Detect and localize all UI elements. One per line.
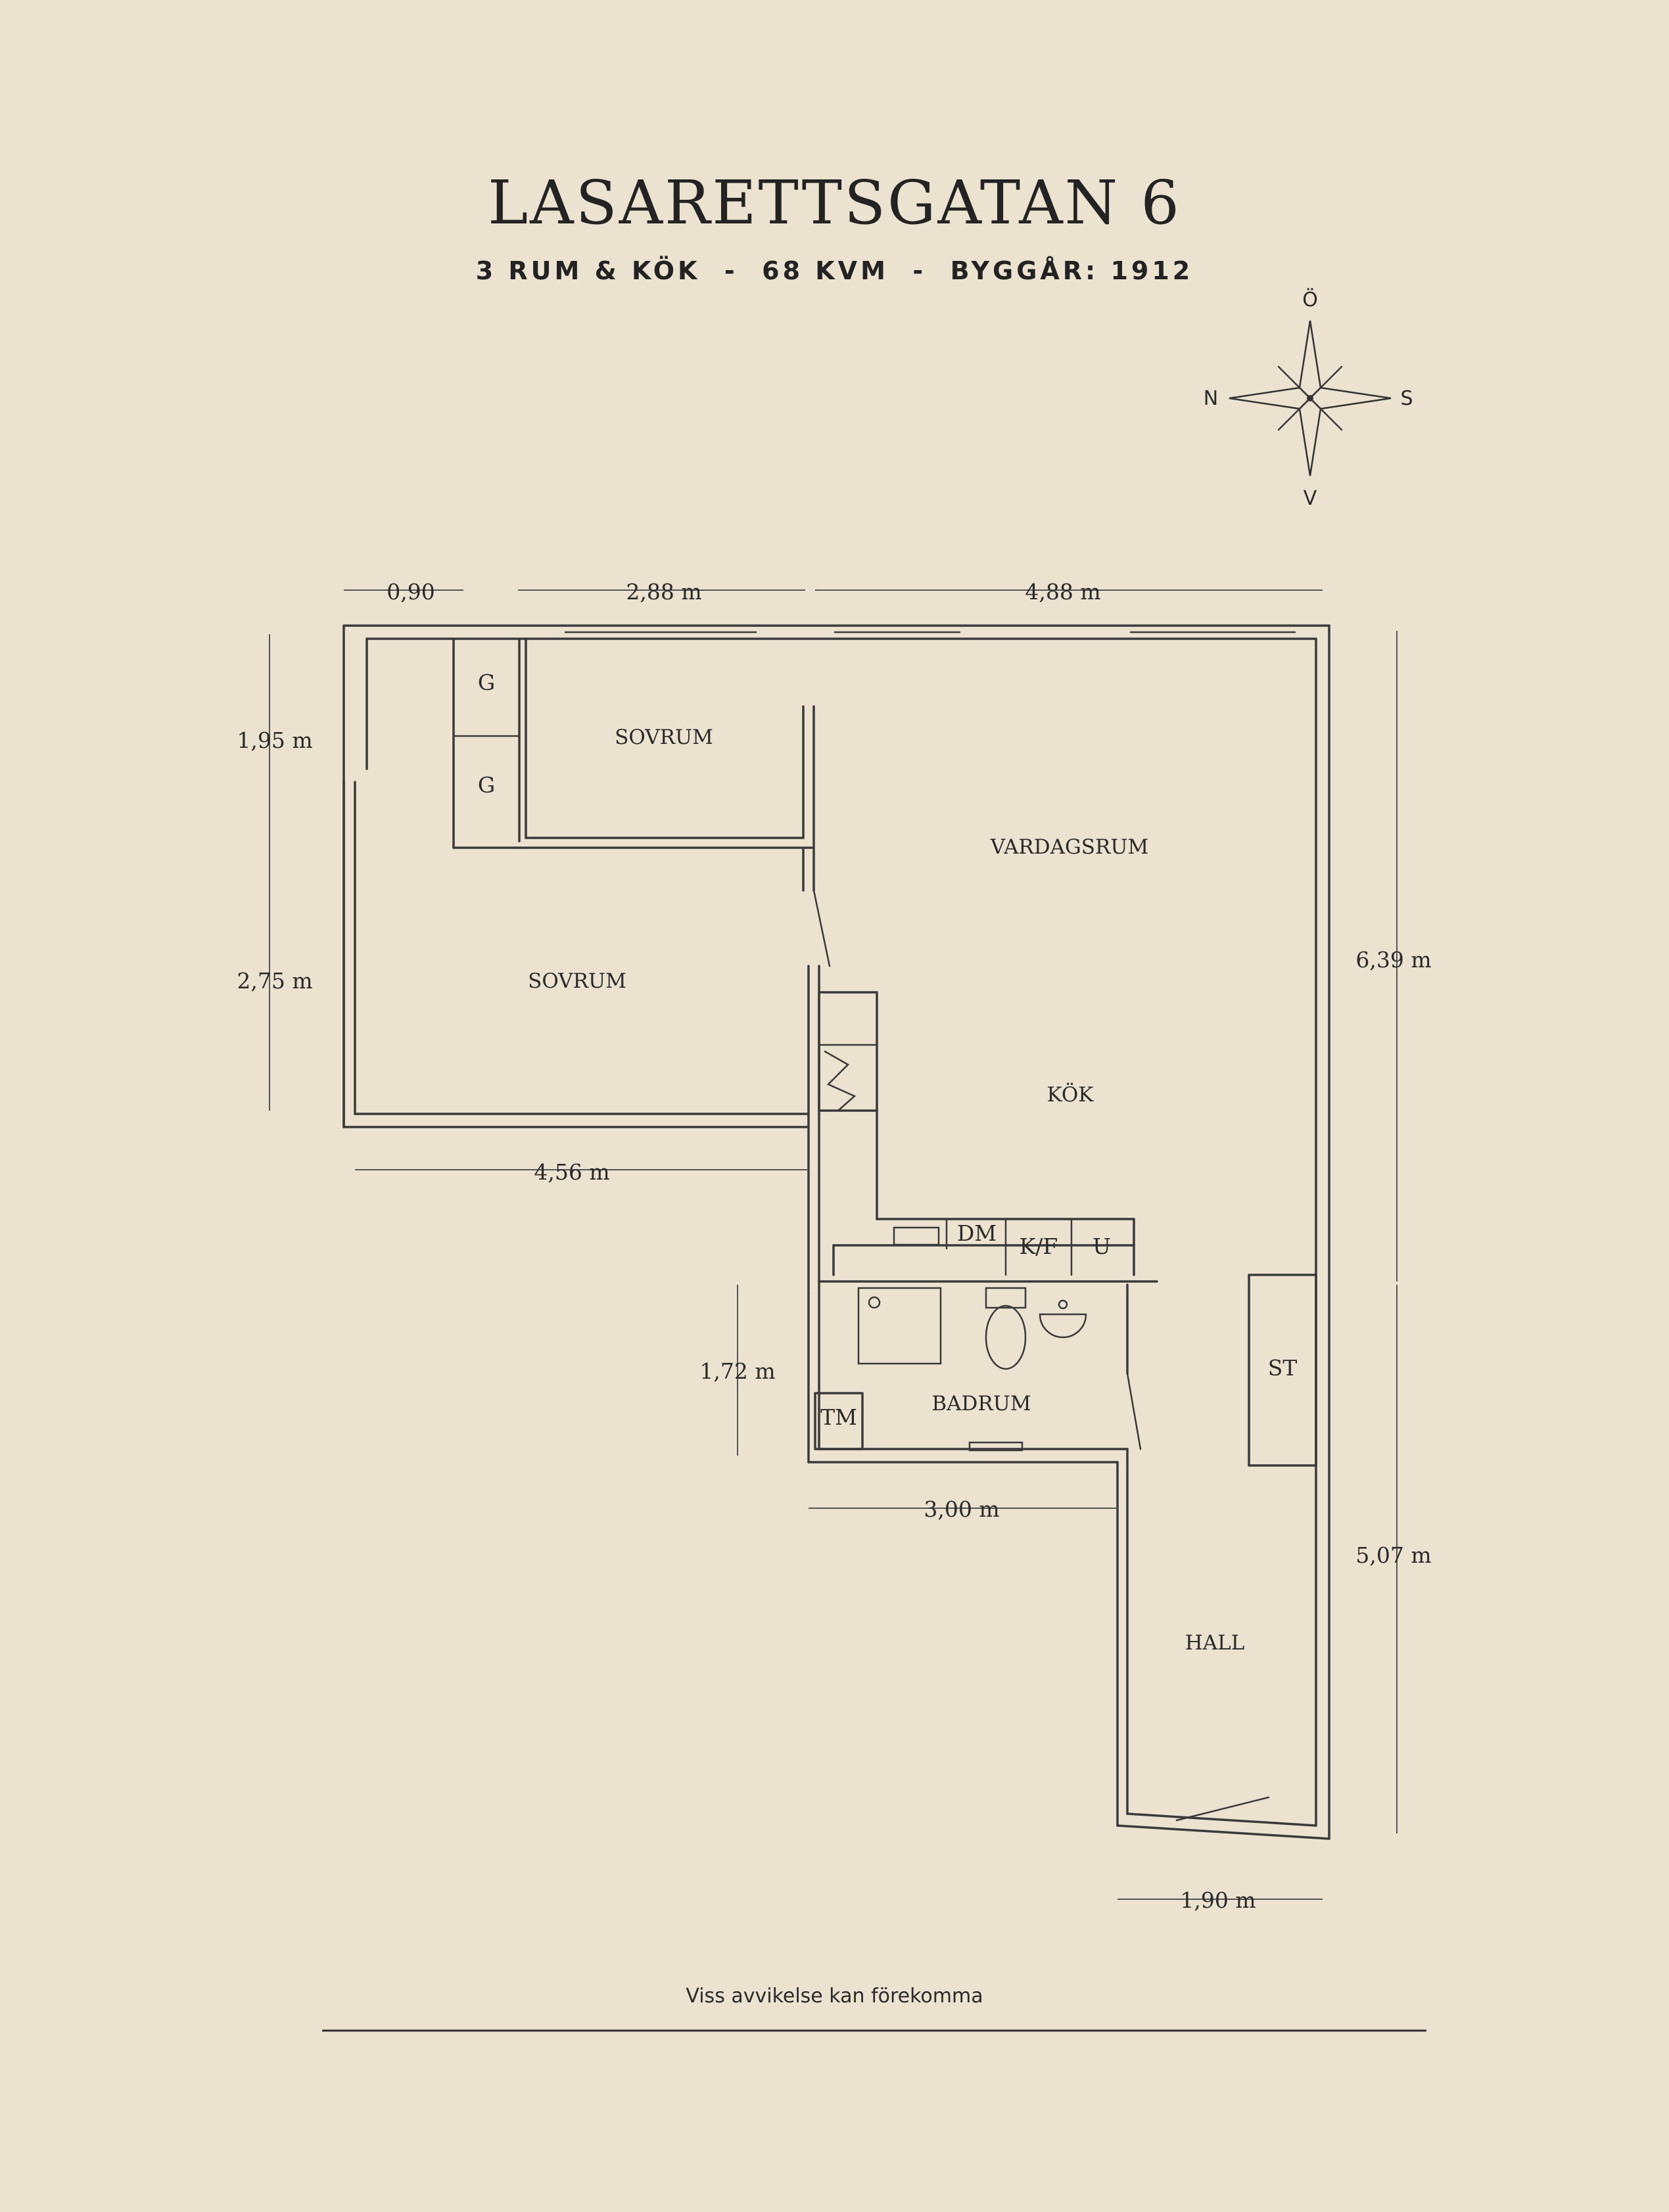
dim-top-a: 0,90 <box>387 579 435 605</box>
property-summary: 3 RUM & KÖK - 68 KVM - BYGGÅR: 1912 <box>475 256 1194 285</box>
dim-badrum-height: 1,72 m <box>699 1358 775 1384</box>
room-label-badrum: BADRUM <box>931 1392 1031 1416</box>
fixture-label-tm: TM <box>820 1404 857 1430</box>
fixture-label-g-upper: G <box>478 670 495 695</box>
dim-badrum-width: 3,00 m <box>924 1496 999 1522</box>
fixture-label-dm: DM <box>957 1220 997 1246</box>
dim-bottom-sovrum: 4,56 m <box>534 1159 609 1185</box>
dim-top-b: 2,88 m <box>626 579 701 605</box>
compass-label-bottom: V <box>1304 487 1317 510</box>
room-label-hall: HALL <box>1185 1631 1245 1655</box>
dim-left-b: 2,75 m <box>237 968 312 994</box>
dim-hall-width: 1,90 m <box>1180 1887 1256 1913</box>
fixture-label-st: ST <box>1268 1355 1298 1381</box>
fixture-label-kf: K/F <box>1020 1233 1058 1259</box>
dim-left-a: 1,95 m <box>237 727 312 753</box>
room-label-kok: KÖK <box>1047 1082 1094 1107</box>
room-label-sovrum-lower: SOVRUM <box>528 969 626 993</box>
disclaimer: Viss avvikelse kan förekomma <box>686 1985 983 2008</box>
compass-rose: Ö N S V <box>1204 288 1413 510</box>
dim-right-b: 5,07 m <box>1355 1542 1431 1568</box>
dim-right-a: 6,39 m <box>1355 947 1431 973</box>
page-title: LASARETTSGATAN 6 <box>488 168 1181 238</box>
dim-top-c: 4,88 m <box>1025 579 1100 605</box>
fixture-label-u: U <box>1093 1233 1111 1259</box>
walls <box>342 624 1330 1840</box>
compass-label-left: N <box>1204 387 1218 410</box>
room-label-sovrum-upper: SOVRUM <box>615 726 713 749</box>
room-label-vardagsrum: VARDAGSRUM <box>990 835 1148 859</box>
fixture-label-g-lower: G <box>478 772 495 798</box>
compass-label-right: S <box>1400 387 1413 410</box>
compass-label-north-top: Ö <box>1302 288 1318 311</box>
dimension-lines <box>269 589 1398 1900</box>
